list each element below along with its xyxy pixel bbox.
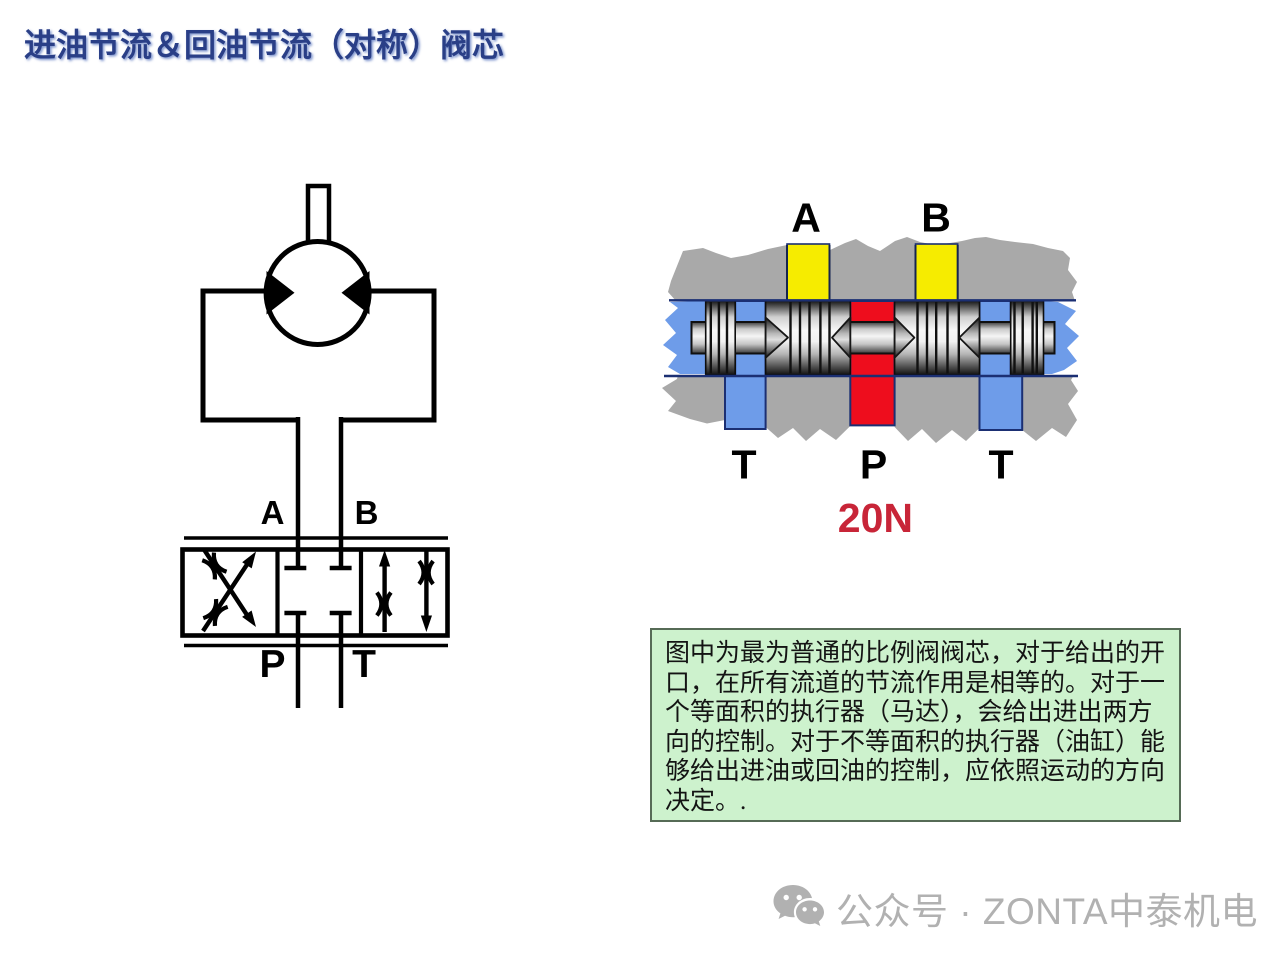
note-line: 口，在所有流道的节流作用是相等的。对于一 bbox=[665, 669, 1166, 697]
spool-label-p: P bbox=[860, 442, 887, 488]
note-line: 够给出进油或回油的控制，应依照运动的方向 bbox=[665, 758, 1166, 786]
circuit-label-p: P bbox=[259, 643, 285, 686]
tank-chamber-right bbox=[1043, 301, 1079, 374]
spool-cross-section: A B T P T 20N bbox=[662, 195, 1079, 541]
spool-force-label: 20N bbox=[838, 495, 913, 541]
circuit-label-b: B bbox=[355, 494, 379, 531]
circuit-label-a: A bbox=[261, 494, 285, 531]
valve-body-bottom-4 bbox=[1022, 375, 1078, 441]
port-a-channel bbox=[786, 243, 831, 302]
port-side-lines bbox=[786, 245, 959, 301]
spool-neck bbox=[690, 321, 1056, 355]
spool-label-t-right: T bbox=[988, 442, 1013, 488]
explanation-box: 图中为最为普通的比例阀阀芯，对于给出的开 口，在所有流道的节流作用是相等的。对于… bbox=[650, 628, 1181, 822]
wechat-icon bbox=[773, 885, 824, 926]
bore-outline bbox=[664, 299, 1078, 378]
spool-land-4 bbox=[1009, 299, 1045, 376]
motor-shaft bbox=[305, 183, 332, 247]
valve-body bbox=[180, 547, 450, 638]
valve-centre-position bbox=[284, 565, 352, 616]
hydraulic-circuit-diagram: A B P T bbox=[180, 183, 450, 708]
circuit-label-t: T bbox=[352, 643, 376, 686]
spool-label-b: B bbox=[921, 195, 951, 241]
note-line: 个等面积的执行器（马达），会给出进出两方 bbox=[665, 699, 1153, 727]
cone-2 bbox=[831, 316, 852, 359]
motor-triangle-right bbox=[341, 271, 370, 315]
spool-label-t-left: T bbox=[731, 442, 756, 488]
page-title: 进油节流＆回油节流（对称）阀芯 bbox=[24, 27, 505, 63]
spool bbox=[690, 299, 1056, 376]
cone-1 bbox=[764, 316, 789, 359]
spool-cones bbox=[764, 316, 981, 359]
spool-grooves bbox=[709, 302, 1038, 374]
valve-body-bottom-2 bbox=[765, 375, 851, 441]
valve-parallel-position bbox=[375, 550, 435, 632]
watermark-text: 公众号 · ZONTA中泰机电 bbox=[836, 891, 1259, 932]
note-line: 决定。. bbox=[665, 787, 747, 815]
cone-3 bbox=[893, 316, 916, 359]
directional-valve-symbol bbox=[180, 536, 450, 648]
valve-body-bottom-3 bbox=[894, 375, 980, 443]
motor-symbol bbox=[263, 183, 372, 347]
tank-chamber-left bbox=[663, 301, 706, 374]
valve-body-top bbox=[668, 237, 1077, 301]
valve-cross-position bbox=[201, 548, 256, 633]
port-p-channel bbox=[849, 300, 896, 427]
motor-triangle-left bbox=[266, 271, 295, 315]
watermark: 公众号 · ZONTA中泰机电 bbox=[772, 881, 1258, 935]
note-line: 图中为最为普通的比例阀阀芯，对于给出的开 bbox=[665, 640, 1166, 667]
cone-4 bbox=[958, 316, 981, 359]
port-b-channel bbox=[914, 243, 959, 302]
note-line: 向的控制。对于不等面积的执行器（油缸）能 bbox=[665, 728, 1166, 756]
valve-body-bottom-1 bbox=[662, 375, 725, 424]
spool-label-a: A bbox=[791, 195, 821, 241]
